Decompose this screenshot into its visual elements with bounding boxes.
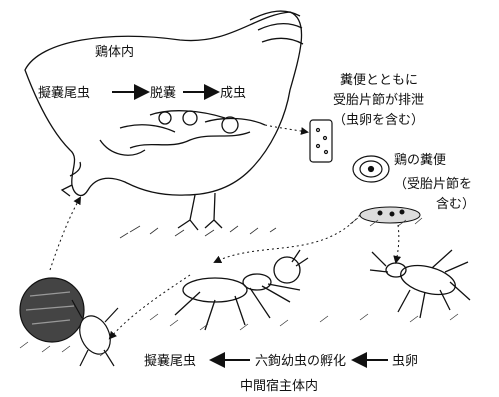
label-feces-release-2: 受胎片節が排泄	[333, 93, 424, 108]
label-host-inside: 鶏体内	[95, 44, 134, 60]
label-intermediate-host: 中間宿主体内	[240, 378, 318, 394]
ground-patch-chicken	[120, 226, 276, 238]
chicken-illustration	[25, 11, 303, 230]
label-egg: 虫卵	[392, 354, 418, 369]
ground-patch-insects	[150, 314, 458, 330]
segment-release-illustration	[310, 120, 332, 162]
dung-ball-illustration	[20, 278, 118, 366]
feces-patch	[360, 207, 420, 223]
label-chicken-feces-2: （受胎片節を	[394, 177, 472, 192]
label-chicken-feces-3: 含む）	[436, 196, 475, 212]
label-hatching: 六鉤幼虫の孵化	[255, 354, 346, 369]
beetle-illustration	[370, 250, 470, 318]
label-cysticercoid-bottom: 擬嚢尾虫	[144, 353, 196, 369]
label-excystation: 脱嚢	[150, 85, 176, 101]
arrow-release	[265, 125, 307, 132]
label-chicken-feces-1: 鶏の糞便	[394, 153, 446, 168]
label-adult: 成虫	[220, 86, 246, 101]
arrow-feces-to-ant	[215, 215, 360, 262]
label-feces-release-3: （虫卵を含む）	[333, 112, 424, 128]
arrow-dung-to-chicken	[50, 198, 80, 270]
arrow-feces-to-beetle	[396, 225, 399, 262]
label-feces-release-1: 糞便とともに	[340, 73, 418, 88]
arrow-ant-to-dung	[110, 275, 190, 338]
label-cysticercoid-top: 擬嚢尾虫	[38, 85, 90, 101]
egg-capsule-icon	[353, 156, 389, 182]
ant-illustration	[175, 250, 308, 330]
